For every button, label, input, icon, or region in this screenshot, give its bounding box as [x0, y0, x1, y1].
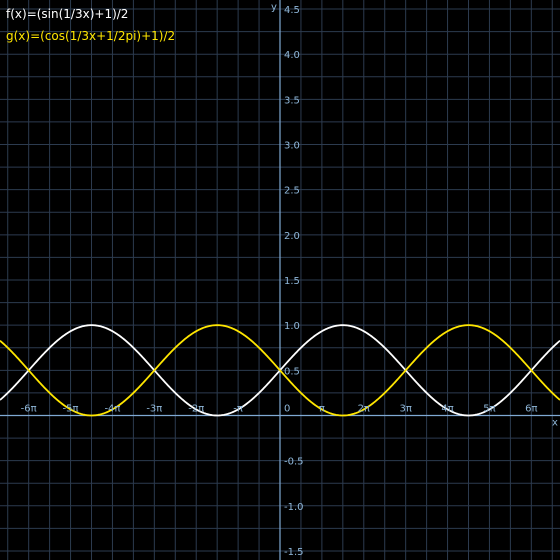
x-tick-label: 3π — [399, 403, 411, 414]
y-tick-label: -0.5 — [284, 457, 304, 468]
y-tick-label: 4.0 — [284, 50, 300, 61]
x-tick-label: 0 — [284, 403, 290, 414]
legend-entry-f: f(x)=(sin(1/3x)+1)/2 — [6, 7, 128, 21]
y-tick-label: -1.0 — [284, 502, 304, 513]
x-tick-label: -2π — [188, 403, 204, 414]
series — [0, 324, 560, 417]
series-line-g — [0, 324, 560, 417]
x-tick-label: 5π — [483, 403, 495, 414]
x-tick-label: 4π — [441, 403, 453, 414]
y-tick-label: 0.5 — [284, 366, 300, 377]
x-tick-label: -5π — [63, 403, 79, 414]
y-axis-label: y — [271, 2, 277, 13]
y-tick-label: 2.0 — [284, 231, 300, 242]
y-tick-label: 1.5 — [284, 276, 300, 287]
x-tick-label: -3π — [146, 403, 162, 414]
x-tick-label: 6π — [525, 403, 537, 414]
x-tick-label: -4π — [104, 403, 120, 414]
y-tick-label: -1.5 — [284, 547, 304, 558]
y-tick-label: 4.5 — [284, 5, 300, 16]
x-tick-label: -π — [233, 403, 243, 414]
x-axis-label: x — [552, 417, 558, 428]
y-tick-label: 1.0 — [284, 321, 300, 332]
y-tick-label: 3.5 — [284, 95, 300, 106]
x-tick-label: π — [319, 403, 325, 414]
x-tick-label: 2π — [358, 403, 370, 414]
x-tick-label: -6π — [21, 403, 37, 414]
legend: f(x)=(sin(1/3x)+1)/2 g(x)=(cos(1/3x+1/2p… — [6, 7, 175, 43]
y-tick-label: 3.0 — [284, 141, 300, 152]
y-tick-label: 2.5 — [284, 186, 300, 197]
tick-labels: -7π-6π-5π-4π-3π-2π-π0π2π3π4π5π6π7π4.54.0… — [21, 5, 538, 558]
legend-entry-g: g(x)=(cos(1/3x+1/2pi)+1)/2 — [6, 29, 175, 43]
